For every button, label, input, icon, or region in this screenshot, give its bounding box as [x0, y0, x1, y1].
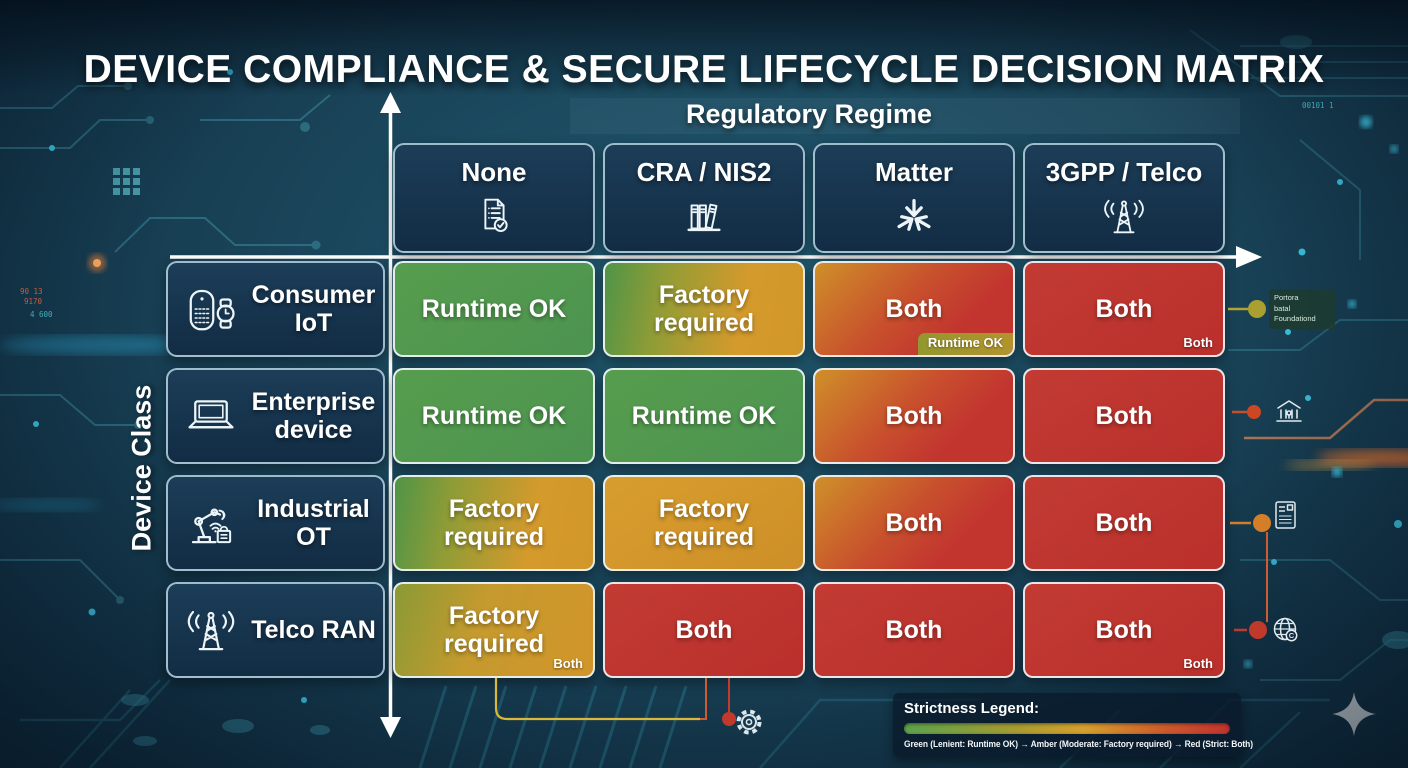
column-header-label: CRA / NIS2	[636, 157, 772, 187]
legend-title: Strictness Legend:	[904, 700, 1040, 717]
column-header-label: None	[461, 157, 527, 187]
matrix-cell: Both	[813, 582, 1015, 678]
column-header-label: Matter	[874, 157, 953, 187]
cell-corner-note: Both	[1183, 656, 1213, 672]
matrix-cell: Both	[1023, 475, 1225, 571]
cell-label: Runtime OK	[421, 402, 567, 430]
cell-label: Factory required	[653, 495, 755, 551]
radio-tower-icon	[1104, 199, 1144, 234]
cell-corner-note: Both	[553, 656, 583, 672]
cell-label: Both	[885, 402, 943, 430]
column-header-cra-nis2: CRA / NIS2	[603, 143, 805, 253]
row-header-label: Enterprise device	[251, 388, 376, 444]
matrix-cell: Runtime OK	[393, 261, 595, 357]
row-header-label: Industrial OT	[257, 495, 370, 551]
laptop-icon	[188, 400, 234, 429]
y-axis-arrow-down	[380, 717, 401, 738]
x-axis-label: Regulatory Regime	[685, 99, 933, 129]
side-tag-line: Portora	[1274, 293, 1299, 302]
cell-label: Factory required	[653, 281, 755, 337]
column-header-label: 3GPP / Telco	[1045, 157, 1203, 187]
legend-description: Green (Lenient: Runtime OK) → Amber (Mod…	[904, 739, 1253, 749]
side-tag-note: Portora batal Foundationd	[1269, 289, 1335, 329]
matrix-cell: Both	[603, 582, 805, 678]
cell-corner-note: Both	[1183, 335, 1213, 351]
matrix-cell: Both	[813, 475, 1015, 571]
books-icon	[687, 203, 721, 232]
cell-badge: Runtime OK	[917, 333, 1013, 355]
matrix-cell: Factory required	[393, 475, 595, 571]
column-header-none: None	[393, 143, 595, 253]
matrix-cell: Runtime OK	[603, 368, 805, 464]
cell-label: Runtime OK	[421, 295, 567, 323]
cell-label: Both	[675, 616, 733, 644]
column-header-matter: Matter	[813, 143, 1015, 253]
matrix-cell: Both	[813, 368, 1015, 464]
page-title: DEVICE COMPLIANCE & SECURE LIFECYCLE DEC…	[83, 48, 1325, 92]
row-header-telco-ran: Telco RAN	[166, 582, 385, 678]
x-axis-arrow-right	[1236, 246, 1262, 268]
matter-logo-icon	[897, 199, 931, 231]
radio-tower-icon	[187, 610, 235, 651]
legend-gradient-bar	[904, 723, 1230, 734]
column-header-3gpp-telco: 3GPP / Telco	[1023, 143, 1225, 253]
side-tag-line: batal	[1274, 303, 1291, 313]
document-check-icon	[484, 198, 508, 233]
side-tag-line: Foundationd	[1274, 314, 1316, 323]
matrix-cell: Factory required	[603, 475, 805, 571]
strictness-legend: Strictness Legend: Green (Lenient: Runti…	[893, 693, 1253, 757]
row-header-industrial-ot: Industrial OT	[166, 475, 385, 571]
cell-label: Both	[1095, 402, 1153, 430]
cell-label: Both	[885, 616, 943, 644]
row-header-label: Telco RAN	[251, 616, 376, 644]
matrix-cell: Both	[1023, 368, 1225, 464]
smart-speaker-watch-icon	[189, 289, 235, 331]
cell-label: Both	[885, 295, 943, 323]
robot-arm-icon	[191, 508, 232, 544]
row-header-label: Consumer IoT	[251, 281, 376, 337]
cell-label: Both	[1095, 295, 1153, 323]
y-axis-label: Device Class	[126, 384, 157, 552]
cell-label: Both	[1095, 616, 1153, 644]
row-header-consumer-iot: Consumer IoT	[166, 261, 385, 357]
cell-label: Both	[885, 509, 943, 537]
row-header-enterprise-device: Enterprise device	[166, 368, 385, 464]
cell-label: Factory required	[443, 602, 545, 658]
matrix-cell: Factory required	[603, 261, 805, 357]
matrix-cell: Runtime OK	[393, 368, 595, 464]
cell-label: Both	[1095, 509, 1153, 537]
cell-label: Runtime OK	[631, 402, 777, 430]
cell-label: Factory required	[443, 495, 545, 551]
